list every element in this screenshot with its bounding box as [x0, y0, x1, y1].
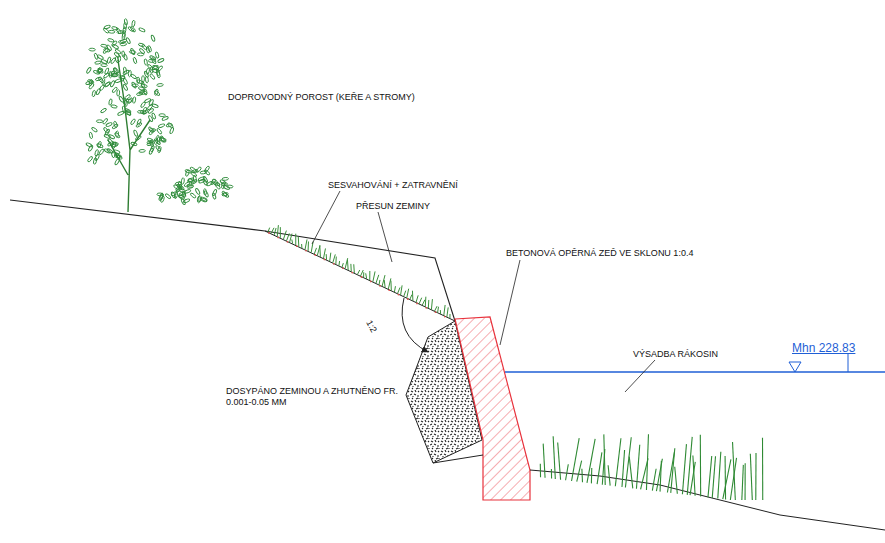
slope-arrow: [402, 298, 428, 352]
leader-line: [500, 260, 520, 345]
reeds: [540, 434, 762, 500]
water-level-label: Mhn 228.83: [792, 341, 855, 356]
retaining-wall: [455, 317, 530, 500]
level-mark: [789, 362, 801, 372]
water-level: [505, 371, 885, 372]
wall-note: BETONOVÁ OPĚRNÁ ZEĎ VE SKLONU 1:0.4: [506, 248, 693, 259]
grass: [268, 225, 450, 318]
leader-line: [625, 360, 655, 392]
reed-note: VÝSADBA RÁKOSIN: [633, 349, 718, 360]
level-tick: [848, 354, 849, 372]
new-slope: [265, 231, 455, 321]
slope-note: SESVAHOVÁNÍ + ZATRAVNĚNÍ: [328, 180, 458, 191]
vegetation-note: DOPROVODNÝ POROST (KEŘE A STROMY): [228, 92, 415, 103]
soil-note: PŘESUN ZEMINY: [356, 201, 430, 212]
original-terrain: [10, 200, 455, 321]
river-bed: [433, 455, 885, 530]
leader-line: [378, 212, 392, 262]
slope-ratio: 1:2: [363, 318, 379, 335]
backfill-note: DOSYPÁNO ZEMINOU A ZHUTNĚNO FR. 0.001-0.…: [226, 386, 416, 408]
leader-line: [312, 191, 340, 244]
tree: [85, 19, 233, 212]
